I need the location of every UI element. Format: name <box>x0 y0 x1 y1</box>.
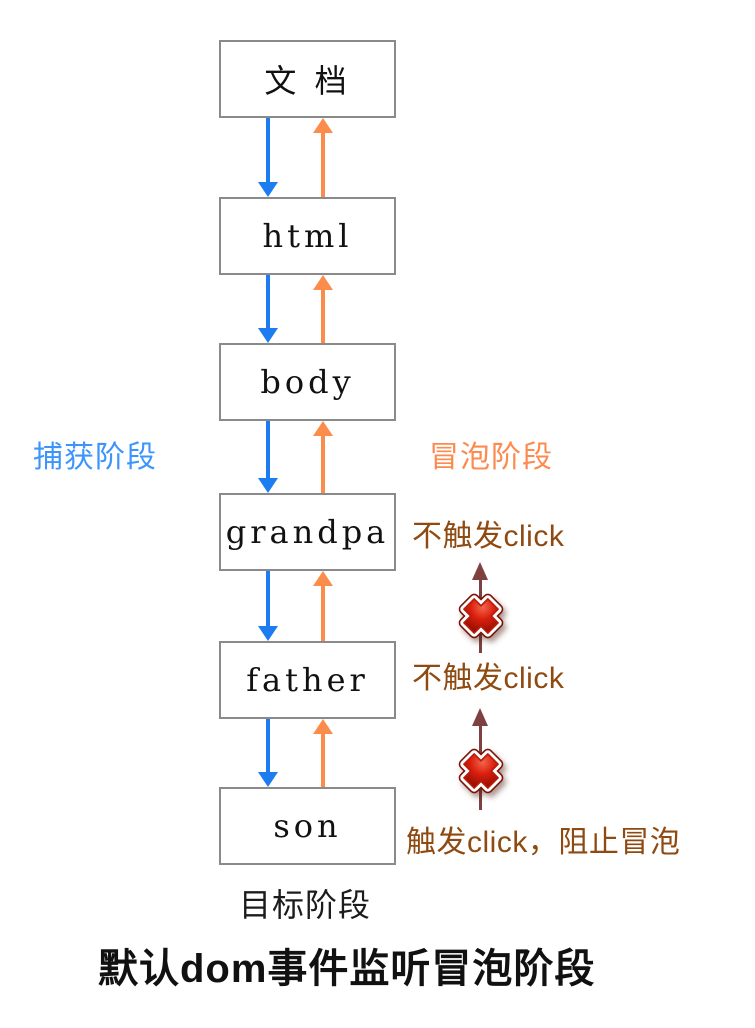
capture-arrow-head <box>258 328 278 343</box>
capture-arrow-head <box>258 478 278 493</box>
capture-arrow-line <box>266 421 270 480</box>
bubble-arrow-line <box>321 131 325 197</box>
bubble-arrow-line <box>321 732 325 787</box>
node-html: html <box>219 197 396 275</box>
capture-arrow-2 <box>258 421 278 493</box>
blocked-arrowhead <box>472 562 488 580</box>
bubble-arrow-head <box>313 118 333 133</box>
capture-arrow-1 <box>258 275 278 343</box>
capture-arrow-head <box>258 626 278 641</box>
bubble-arrow-4 <box>313 719 333 787</box>
bubble-arrow-line <box>321 584 325 641</box>
node-father: father <box>219 641 396 719</box>
capture-arrow-0 <box>258 118 278 197</box>
bubble-arrow-line <box>321 434 325 493</box>
annotation-trigger-son: 触发click，阻止冒泡 <box>406 826 681 859</box>
target-phase-label: 目标阶段 <box>239 887 372 923</box>
bubble-arrow-head <box>313 719 333 734</box>
diagram-title: 默认dom事件监听冒泡阶段 <box>98 947 596 991</box>
capture-arrow-line <box>266 571 270 628</box>
bubble-arrow-head <box>313 571 333 586</box>
bubble-arrow-line <box>321 288 325 343</box>
capture-arrow-4 <box>258 719 278 787</box>
capture-arrow-line <box>266 118 270 184</box>
x-cross-icon <box>458 593 504 639</box>
capture-phase-label: 捕获阶段 <box>33 441 157 474</box>
x-cross-icon <box>458 748 504 794</box>
node-grandpa: grandpa <box>219 493 396 571</box>
node-body: body <box>219 343 396 421</box>
bubble-arrow-head <box>313 275 333 290</box>
capture-arrow-head <box>258 772 278 787</box>
annotation-no-trigger-father: 不触发click <box>412 662 565 695</box>
capture-arrow-3 <box>258 571 278 641</box>
blocked-arrowhead <box>472 708 488 726</box>
bubble-phase-label: 冒泡阶段 <box>429 441 553 474</box>
capture-arrow-line <box>266 719 270 774</box>
bubble-arrow-2 <box>313 421 333 493</box>
capture-arrow-head <box>258 182 278 197</box>
bubble-arrow-3 <box>313 571 333 641</box>
bubble-arrow-0 <box>313 118 333 197</box>
node-document: 文 档 <box>219 40 396 118</box>
bubble-arrow-1 <box>313 275 333 343</box>
capture-arrow-line <box>266 275 270 330</box>
annotation-no-trigger-grandpa: 不触发click <box>412 520 565 553</box>
bubble-arrow-head <box>313 421 333 436</box>
node-son: son <box>219 787 396 865</box>
